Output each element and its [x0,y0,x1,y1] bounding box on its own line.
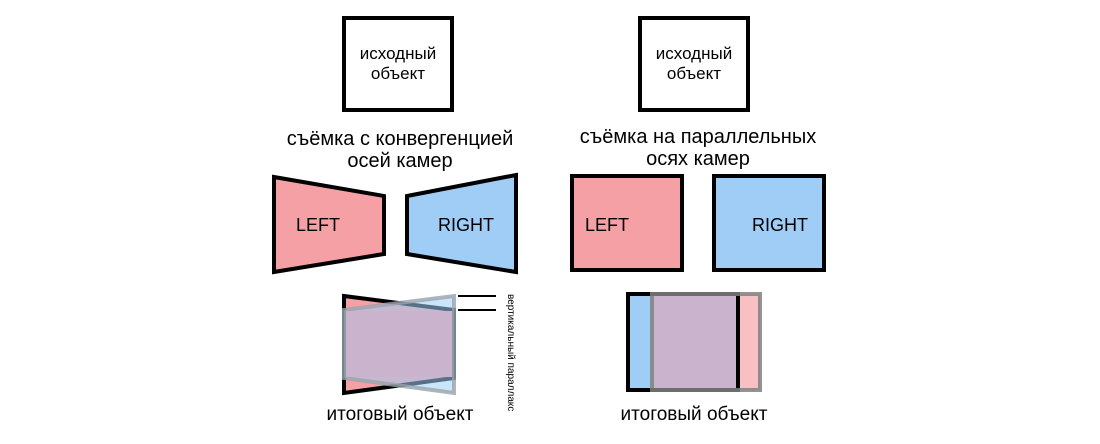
parallel-result-blue-strip [628,294,652,390]
vertical-parallax-label: вертикальный параллакс [505,294,516,412]
right-camera-label: RIGHT [438,215,494,235]
left-camera-label: LEFT [296,215,341,235]
convergence-result-label: итоговый объект [326,404,474,425]
parallel-result-label: итоговый объект [620,404,768,425]
parallel-result-right-outline [650,292,762,392]
source-object-box-parallel: исходный объект [638,16,750,112]
left-camera-trapezoid [272,174,386,275]
source-object-label: исходный объект [359,44,437,83]
result-overlap-region [346,311,452,377]
parallel-left-camera-label: LEFT [585,215,630,235]
right-camera-trapezoid [405,172,518,275]
parallel-right-camera-rect [712,174,826,272]
parallel-right-camera-label: RIGHT [752,215,808,235]
convergence-heading: съёмка с конвергенцией осей камер [286,128,514,172]
source-object-box-convergence: исходный объект [342,16,454,112]
source-object-label: исходный объект [655,44,733,83]
parallel-left-camera-rect [570,174,684,272]
parallel-heading: съёмка на параллельных осях камер [579,126,817,170]
parallel-result-pink-strip [738,294,760,390]
